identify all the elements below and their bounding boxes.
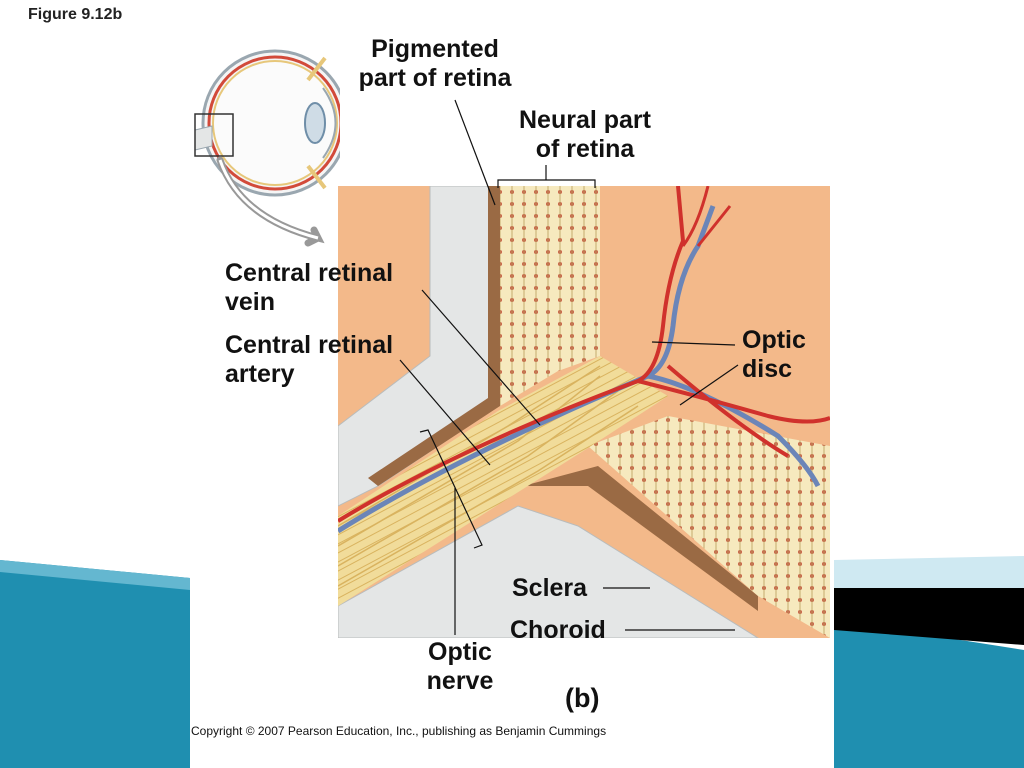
panel-letter: (b) [565, 683, 600, 713]
iris-top [306, 56, 327, 82]
label-optic-nerve: Optic nerve [426, 638, 494, 695]
optic-nerve [338, 356, 668, 606]
figure-title: Figure 9.12b [28, 6, 123, 23]
central-retinal-vein [338, 205, 821, 534]
zoom-box [194, 113, 234, 157]
black-band-right [834, 588, 1024, 645]
teal-wave-light-left [0, 560, 190, 590]
label-sclera: Sclera [512, 574, 588, 602]
teal-wave-left [0, 560, 190, 768]
eyeball-outline [201, 49, 340, 197]
eye-thumbnail [194, 49, 340, 247]
copyright-notice: Copyright © 2007 Pearson Education, Inc.… [191, 724, 607, 738]
teal-wave-right [834, 620, 1024, 768]
sclera-lower [338, 505, 759, 638]
retina-upper [500, 186, 600, 406]
central-retinal-artery [338, 186, 830, 523]
vessels-top-right [681, 186, 732, 247]
label-optic-disc: Optic disc [742, 326, 806, 383]
light-band-right [834, 556, 1024, 590]
label-central-retinal-artery: Central retinal artery [225, 331, 394, 388]
label-central-retinal-vein: Central retinal vein [225, 259, 394, 316]
nerve-fibers [338, 365, 639, 587]
cornea [322, 87, 337, 159]
label-pigmented-retina: Pigmented part of retina [358, 35, 512, 92]
optic-disc-cross-section [338, 186, 830, 638]
retina-lower [588, 416, 830, 638]
lens [304, 102, 326, 144]
choroid-lower [523, 466, 758, 611]
label-choroid: Choroid [510, 616, 606, 644]
iris-bottom [306, 164, 327, 190]
label-neural-retina: Neural part of retina [519, 106, 651, 163]
